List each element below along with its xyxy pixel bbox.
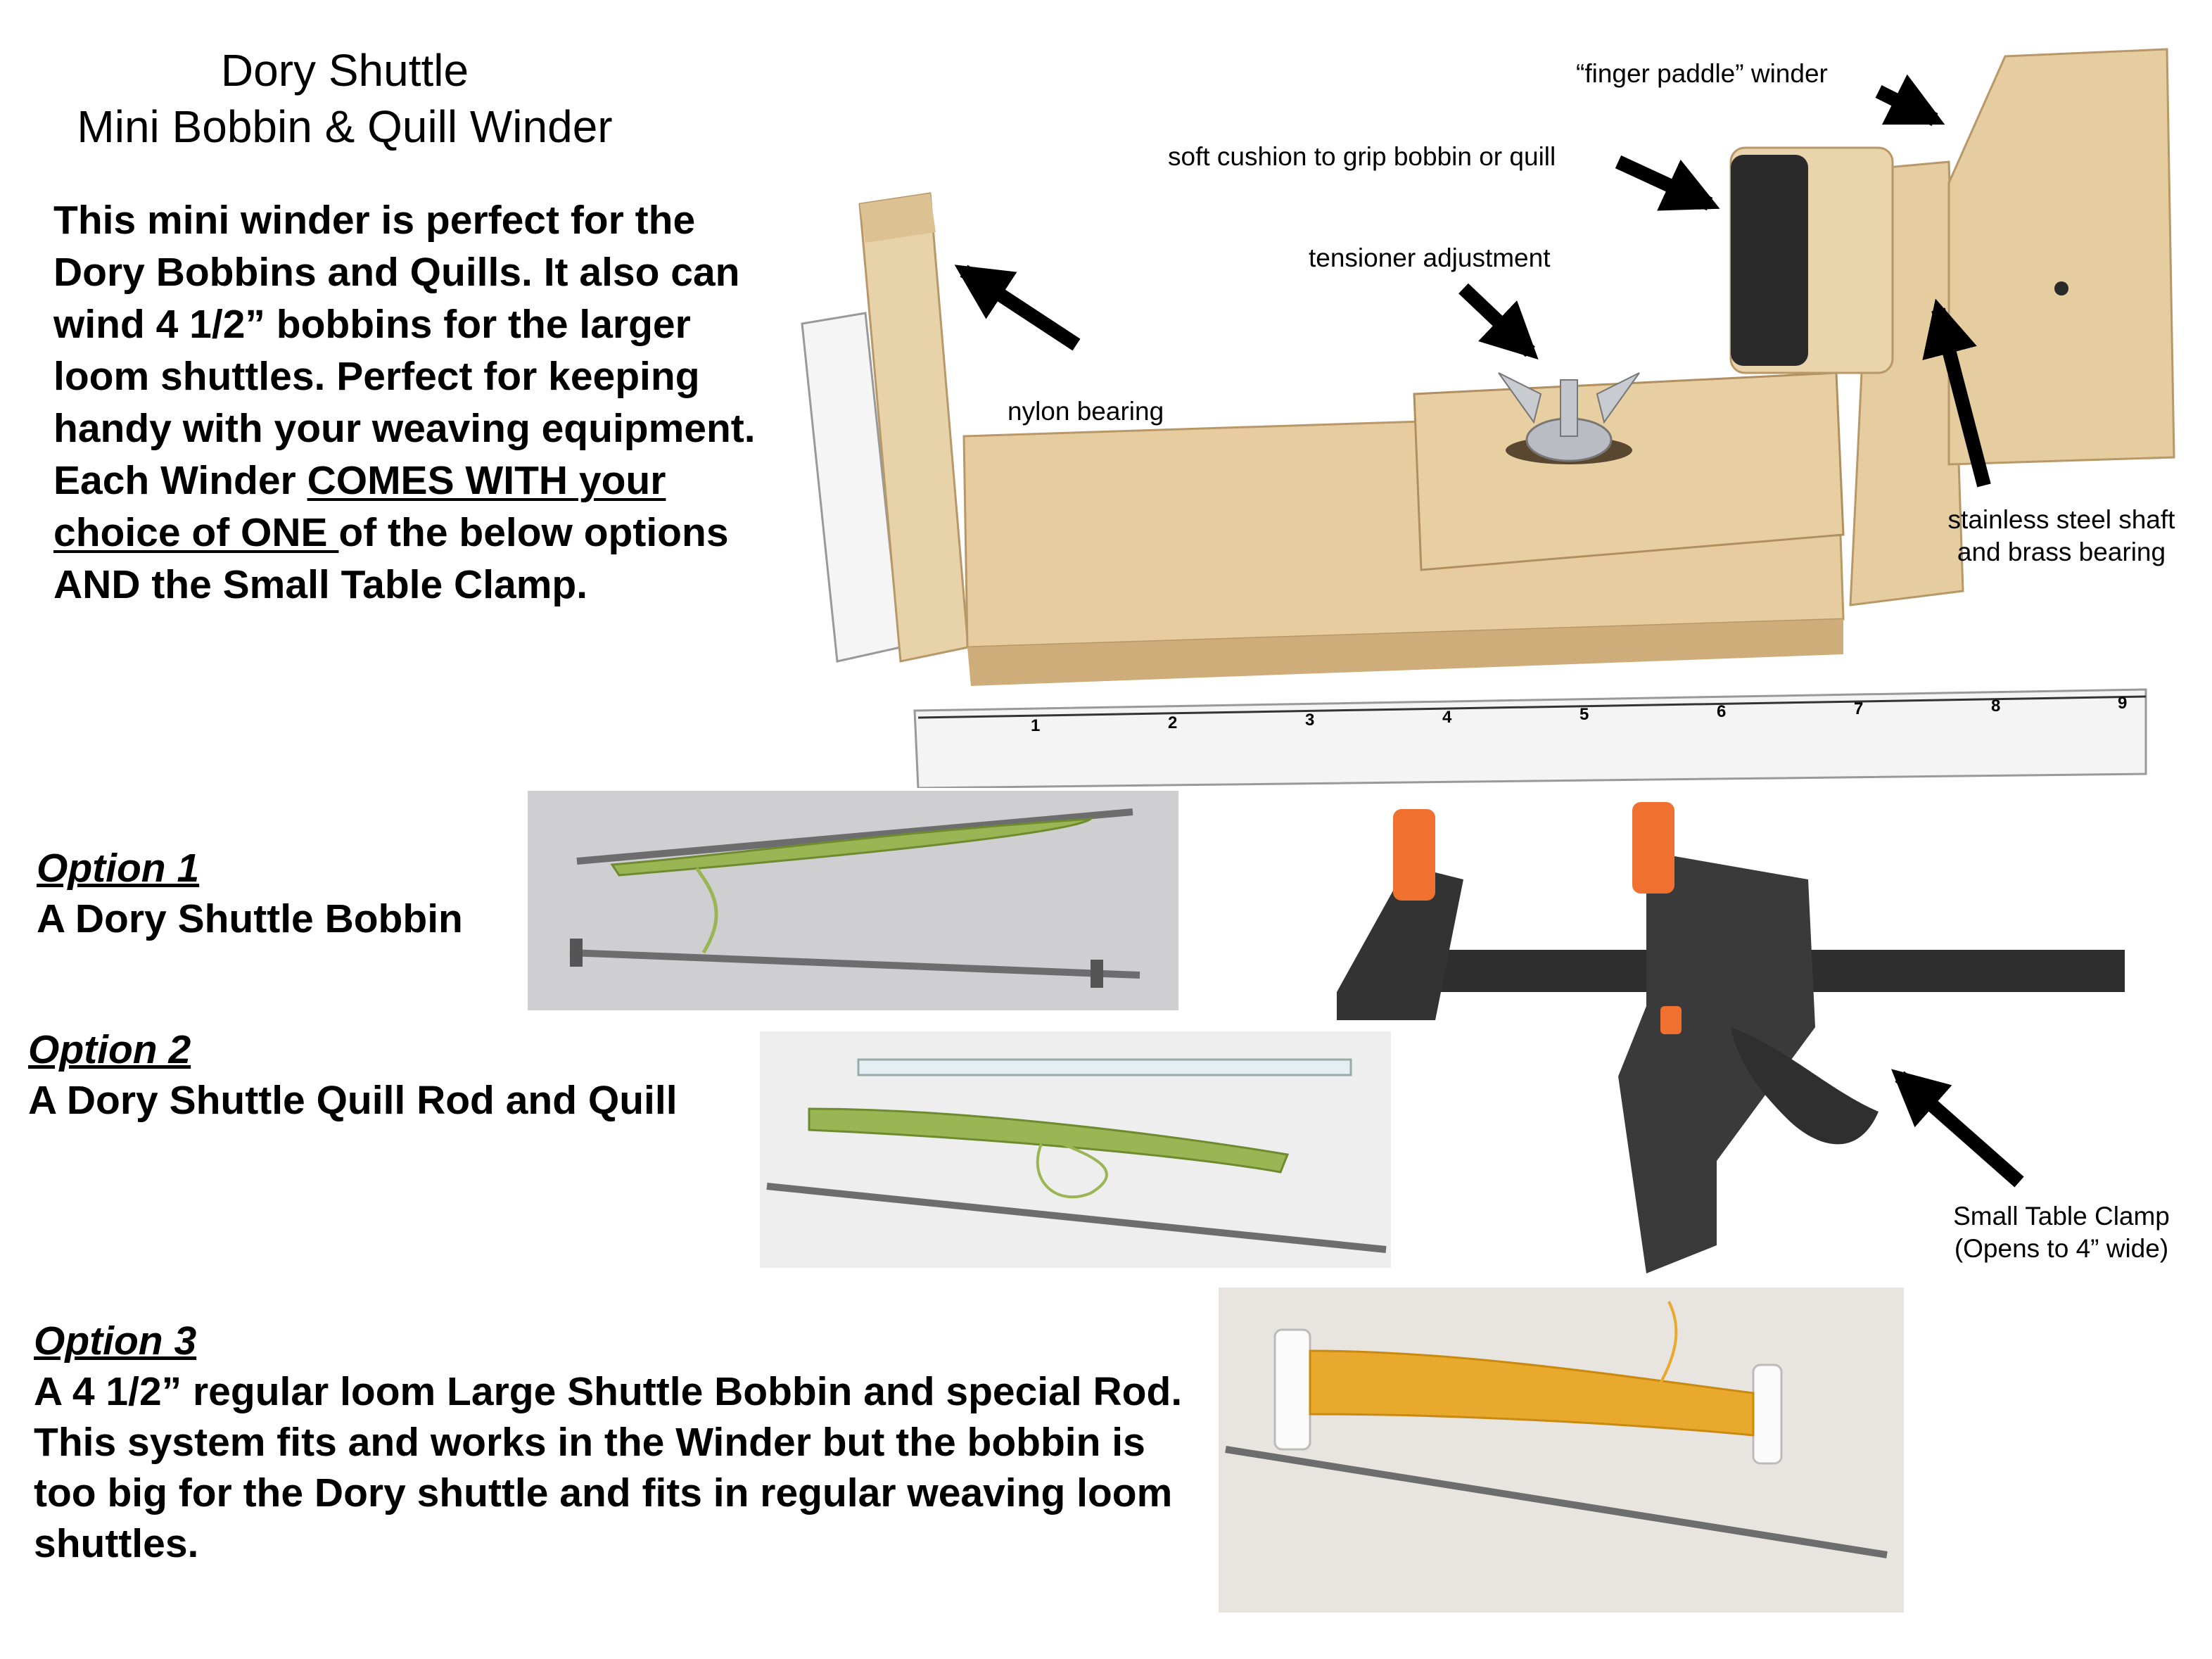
option-1-heading: Option 1 bbox=[37, 846, 200, 891]
ruler-number: 1 bbox=[1031, 716, 1041, 735]
option-2-description: A Dory Shuttle Quill Rod and Quill bbox=[28, 1078, 678, 1123]
ruler-number: 2 bbox=[1168, 713, 1178, 732]
label-soft-cushion: soft cushion to grip bobbin or quill bbox=[1168, 142, 1556, 171]
option-3: Option 3 A 4 1/2” regular loom Large Shu… bbox=[34, 1316, 1202, 1569]
title-line-2: Mini Bobbin & Quill Winder bbox=[77, 101, 613, 152]
intro-part2-suffix: of the below options AND the Small Table… bbox=[53, 510, 729, 607]
ruler-number: 8 bbox=[1991, 697, 2001, 716]
arrow-soft-cushion bbox=[1615, 155, 1720, 211]
clamp-trigger bbox=[1731, 1027, 1879, 1145]
label-shaft-line1: stainless steel shaft bbox=[1947, 505, 2175, 534]
arrow-shaft bbox=[1922, 298, 1991, 488]
label-clamp-line2: (Opens to 4” wide) bbox=[1954, 1234, 2169, 1263]
arrow-tensioner bbox=[1458, 283, 1539, 360]
label-clamp-line1: Small Table Clamp bbox=[1953, 1202, 2170, 1231]
intro-part2: Each Winder COMES WITH your choice of ON… bbox=[53, 455, 771, 611]
clamp-handle bbox=[1618, 851, 1815, 1273]
arrow-nylon-bearing bbox=[954, 265, 1081, 351]
intro-part2-prefix: Each Winder bbox=[53, 458, 307, 503]
option-1-photo bbox=[528, 791, 1178, 1010]
clamp-illustration bbox=[1337, 802, 2125, 1273]
clamp-fixed-jaw bbox=[1337, 865, 1463, 1020]
option-2-photo bbox=[760, 1031, 1391, 1268]
tension-slider bbox=[1413, 371, 1845, 571]
clamp-pad-left bbox=[1393, 809, 1435, 901]
option-3-description: A 4 1/2” regular loom Large Shuttle Bobb… bbox=[34, 1369, 1183, 1566]
intro-paragraph: This mini winder is perfect for the Dory… bbox=[53, 194, 771, 611]
option-2-heading: Option 2 bbox=[28, 1027, 191, 1072]
label-clamp: Small Table Clamp (Opens to 4” wide) bbox=[1914, 1200, 2209, 1265]
label-tensioner: tensioner adjustment bbox=[1309, 243, 1551, 272]
ruler-number: 5 bbox=[1579, 705, 1589, 724]
finger-paddle bbox=[1947, 48, 2175, 466]
ruler-number: 6 bbox=[1717, 702, 1727, 721]
option-2: Option 2 A Dory Shuttle Quill Rod and Qu… bbox=[28, 1024, 767, 1126]
option-3-heading: Option 3 bbox=[34, 1318, 197, 1364]
clamp-pad-right bbox=[1632, 802, 1674, 894]
large-bobbin-illustration bbox=[1225, 1301, 1888, 1558]
page-title: Dory Shuttle Mini Bobbin & Quill Winder bbox=[28, 42, 661, 155]
soft-cushion bbox=[1731, 155, 1808, 366]
option-1-description: A Dory Shuttle Bobbin bbox=[37, 896, 463, 941]
option-3-photo bbox=[1219, 1288, 1904, 1613]
intro-part2-underlined: COMES WITH your choice of ONE bbox=[53, 458, 666, 555]
horizontal-ruler bbox=[913, 688, 2147, 788]
quill-illustration bbox=[766, 1058, 1387, 1253]
ruler-number: 9 bbox=[2118, 694, 2128, 713]
winder-photo bbox=[795, 42, 2195, 788]
arrow-clamp bbox=[1891, 1069, 2024, 1188]
arrow-finger-paddle bbox=[1875, 74, 1945, 126]
option-1: Option 1 A Dory Shuttle Bobbin bbox=[37, 843, 529, 944]
label-shaft: stainless steel shaft and brass bearing bbox=[1928, 504, 2195, 568]
label-finger-paddle: “finger paddle” winder bbox=[1576, 59, 1828, 88]
winder-illustration bbox=[801, 48, 2175, 788]
ruler-number: 7 bbox=[1854, 699, 1864, 718]
intro-part1: This mini winder is perfect for the Dory… bbox=[53, 198, 756, 451]
ruler-numbers: 1 2 3 4 5 6 7 8 9 bbox=[1031, 694, 2135, 735]
ruler-number: 4 bbox=[1442, 708, 1452, 727]
label-shaft-line2: and brass bearing bbox=[1957, 538, 2166, 566]
ruler-number: 3 bbox=[1305, 711, 1315, 730]
title-line-1: Dory Shuttle bbox=[220, 45, 469, 96]
label-nylon-bearing: nylon bearing bbox=[1008, 397, 1164, 426]
wing-nut bbox=[1498, 372, 1640, 462]
bobbin-illustration bbox=[569, 808, 1140, 988]
clamp-photo bbox=[1323, 795, 2202, 1288]
